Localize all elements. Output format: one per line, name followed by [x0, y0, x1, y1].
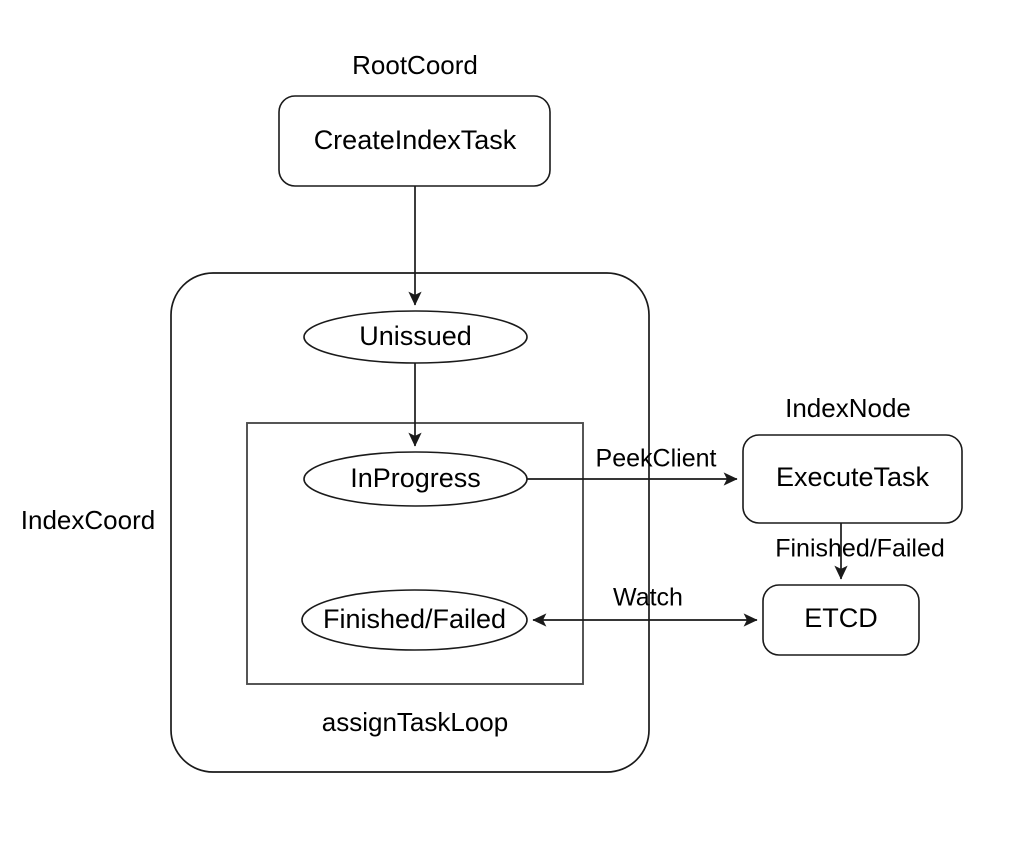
node-in-progress[interactable]: InProgress — [303, 451, 528, 507]
node-finished-failed[interactable]: Finished/Failed — [301, 589, 528, 651]
unissued-label: Unissued — [359, 321, 472, 351]
group-index-coord: IndexCoord — [21, 272, 650, 773]
node-execute-task[interactable]: ExecuteTask — [742, 434, 963, 524]
etcd-box[interactable] — [762, 584, 920, 656]
finished-failed-label: Finished/Failed — [323, 604, 506, 634]
node-etcd[interactable]: ETCD — [762, 584, 920, 656]
edge-label-watch: Watch — [613, 584, 683, 612]
index-coord-container — [170, 272, 650, 773]
group-index-node: IndexNode — [785, 393, 911, 423]
assign-task-loop-title: assignTaskLoop — [322, 707, 508, 737]
node-create-index-task[interactable]: CreateIndexTask — [278, 95, 551, 187]
edge-in-progress-to-execute-task: PeekClient — [527, 445, 738, 486]
edge-label-peek-client: PeekClient — [596, 445, 717, 473]
index-node-title: IndexNode — [785, 393, 911, 423]
create-index-task-box[interactable] — [278, 95, 551, 187]
in-progress-ellipse[interactable] — [303, 451, 528, 507]
root-coord-title: RootCoord — [352, 50, 478, 80]
etcd-label: ETCD — [804, 603, 878, 633]
index-coord-title: IndexCoord — [21, 505, 155, 535]
group-root-coord: RootCoord — [352, 50, 478, 80]
execute-task-box[interactable] — [742, 434, 963, 524]
finished-failed-ellipse[interactable] — [301, 589, 528, 651]
edge-execute-task-to-etcd: Finished/Failed — [775, 523, 945, 580]
create-index-task-label: CreateIndexTask — [314, 125, 517, 155]
node-unissued[interactable]: Unissued — [303, 310, 528, 364]
edge-label-finished-failed: Finished/Failed — [775, 535, 945, 563]
execute-task-label: ExecuteTask — [776, 462, 930, 492]
in-progress-label: InProgress — [350, 463, 481, 493]
unissued-ellipse[interactable] — [303, 310, 528, 364]
edge-etcd-to-finished-failed: Watch — [532, 584, 758, 627]
